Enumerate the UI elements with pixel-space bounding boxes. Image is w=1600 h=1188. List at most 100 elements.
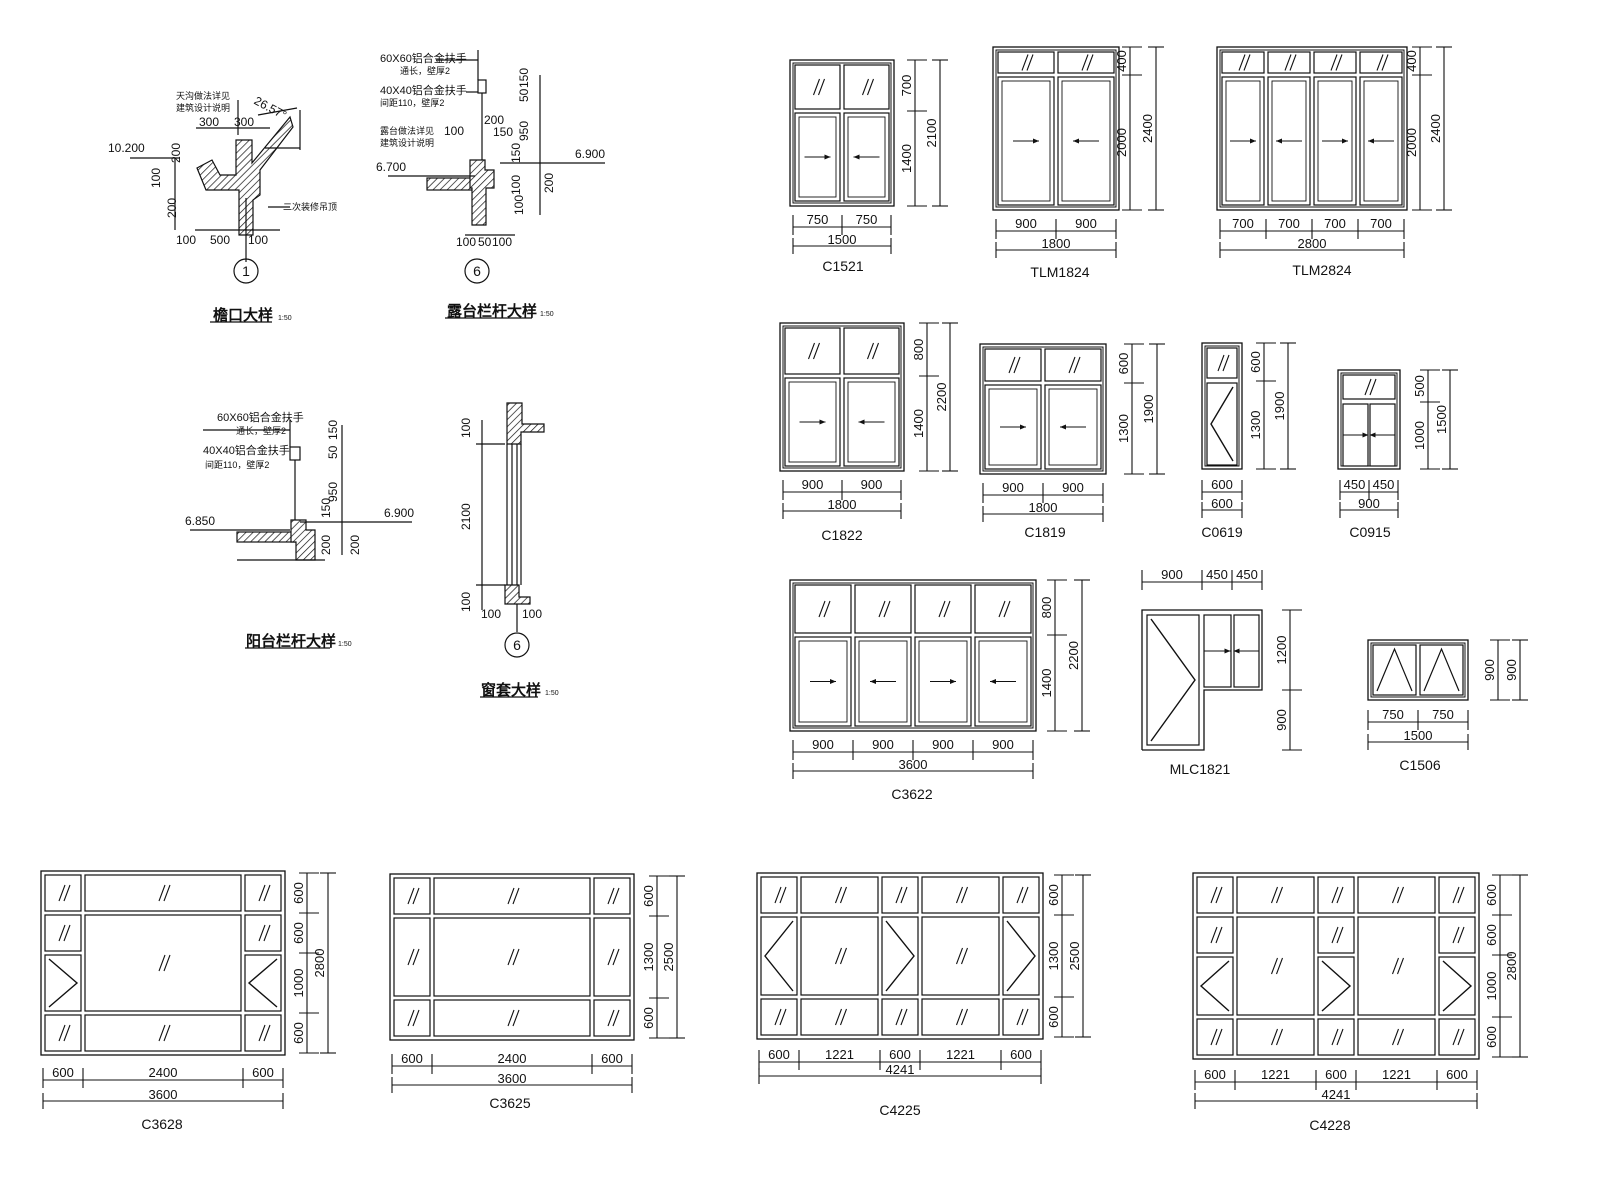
- dim-text: 900: [1161, 567, 1183, 582]
- dim-text: 1300: [1248, 411, 1263, 440]
- window-frame-inner: [792, 582, 1034, 729]
- sash: [784, 377, 841, 467]
- dim-text: 900: [932, 737, 954, 752]
- sash: [914, 584, 972, 634]
- surround-dim: 100: [459, 418, 473, 438]
- terrace-dim: 950: [517, 121, 531, 141]
- window-frame: [1141, 609, 1263, 751]
- glass-mark: [900, 1008, 908, 1026]
- terrace-railing-detail: [388, 50, 605, 319]
- dim-text: 2000: [1404, 128, 1419, 157]
- glass-mark: [1275, 1028, 1284, 1046]
- terrace-note6: 建筑设计说明: [380, 137, 434, 148]
- window-frame-inner: [1370, 642, 1466, 698]
- dim-text: 750: [807, 212, 829, 227]
- window-surround-labels: 100 2100 100 100 100 6 窗套大样 1:50: [459, 418, 559, 699]
- dim-text: 1000: [1412, 421, 1427, 450]
- glass-mark: [607, 948, 615, 966]
- window-frame-inner: [1204, 345, 1240, 467]
- dim-text: 450: [1236, 567, 1258, 582]
- slide-arrow-head: [830, 679, 836, 684]
- glass-mark: [1391, 1028, 1400, 1046]
- sash: [1221, 51, 1265, 74]
- glass-mark: [1457, 926, 1465, 944]
- window-frame-inner: [1219, 49, 1405, 208]
- glass-mark: [1391, 886, 1400, 904]
- glass-mark: [258, 924, 266, 942]
- dim-text: 600: [1446, 1067, 1468, 1082]
- dim-text: 2400: [498, 1051, 527, 1066]
- window-frame: [1216, 46, 1408, 211]
- sash: [760, 998, 798, 1036]
- eave-dim: 100: [149, 168, 163, 188]
- terrace-dim: 100: [492, 235, 512, 249]
- terrace-dim: 150: [509, 143, 523, 163]
- sash: [1359, 76, 1403, 206]
- swing-mark: [885, 920, 915, 992]
- glass-mark: [1215, 926, 1223, 944]
- glass-mark: [1210, 926, 1218, 944]
- glass-mark: [779, 1008, 787, 1026]
- glass-mark: [158, 954, 166, 972]
- window-code: C4228: [1309, 1117, 1350, 1133]
- sash: [843, 377, 900, 467]
- sash: [44, 954, 82, 1012]
- sash-inner: [1363, 80, 1399, 202]
- glass-mark: [812, 342, 821, 360]
- glass-mark: [1396, 886, 1405, 904]
- dim-text: 600: [52, 1065, 74, 1080]
- terrace-note1: 60X60铝合金扶手: [380, 51, 467, 65]
- glass-mark: [1003, 600, 1011, 618]
- glass-mark: [263, 884, 271, 902]
- glass-mark: [1210, 886, 1218, 904]
- dim-text: 1200: [1274, 636, 1289, 665]
- dim-text: 900: [861, 477, 883, 492]
- dim-text: 1000: [1484, 972, 1499, 1001]
- glass-mark: [1275, 886, 1284, 904]
- window-frame-inner: [1340, 372, 1398, 467]
- tilt-mark: [1376, 647, 1413, 692]
- sash: [1196, 876, 1234, 914]
- glass-mark: [834, 947, 843, 965]
- eave-note1: 天沟做法详见: [176, 90, 230, 101]
- glass-mark: [1396, 1028, 1405, 1046]
- dim-text: 600: [1046, 1006, 1061, 1028]
- terrace-dim: 50: [478, 235, 492, 249]
- window-frame: [779, 322, 905, 472]
- dim-text: 1221: [825, 1047, 854, 1062]
- balcony-elev-left: 6.850: [185, 514, 215, 528]
- glass-mark: [612, 948, 620, 966]
- eave-dim: 200: [165, 198, 179, 218]
- dim-text: 900: [802, 477, 824, 492]
- dim-text: 600: [1248, 351, 1263, 373]
- sash: [244, 954, 282, 1012]
- glass-mark: [1215, 886, 1223, 904]
- sash: [1419, 644, 1464, 696]
- glass-mark: [63, 884, 71, 902]
- sash: [1206, 382, 1238, 466]
- glass-mark: [900, 886, 908, 904]
- terrace-note5: 露台做法详见: [380, 125, 434, 136]
- glass-mark: [412, 948, 420, 966]
- dim-text: 750: [1432, 707, 1454, 722]
- dim-text: 1000: [291, 969, 306, 998]
- sash: [1438, 876, 1476, 914]
- sash: [433, 917, 591, 997]
- dim-text: 1800: [1029, 500, 1058, 515]
- sash: [1438, 956, 1476, 1016]
- terrace-dim: 150: [517, 68, 531, 88]
- balcony-elev-right: 6.900: [384, 506, 414, 520]
- glass-mark: [839, 886, 848, 904]
- glass-mark: [1381, 54, 1389, 71]
- slide-arrow-head: [1224, 648, 1231, 654]
- dim-text: 600: [291, 1022, 306, 1044]
- slide-arrow-head: [858, 419, 865, 425]
- balcony-note4: 间距110，壁厚2: [205, 459, 269, 470]
- glass-mark: [1021, 886, 1029, 904]
- glass-mark: [1391, 957, 1400, 975]
- window-code: C1521: [822, 258, 863, 274]
- glass-mark: [871, 342, 880, 360]
